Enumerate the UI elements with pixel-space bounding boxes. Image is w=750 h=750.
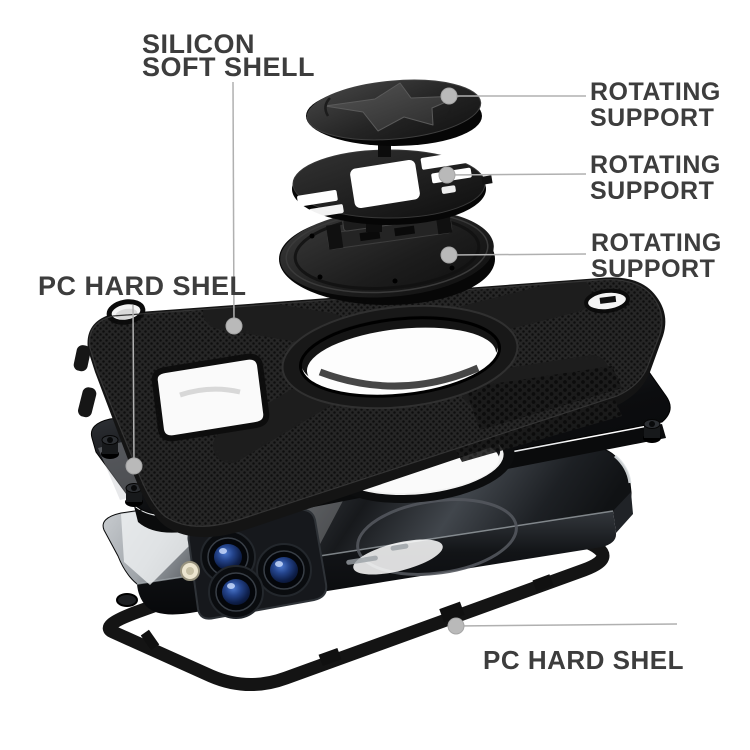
camera-lens xyxy=(256,543,312,597)
leader-lines xyxy=(132,81,678,627)
leader-line-pc-left xyxy=(132,304,135,467)
leader-line-silicon xyxy=(232,81,235,327)
corner-hole xyxy=(106,299,146,325)
label-rotating-support-top: ROTATING SUPPORT xyxy=(590,79,721,131)
label-line: SOFT SHELL xyxy=(142,52,315,82)
camera-cutout xyxy=(151,353,270,442)
leader-dot-silicon xyxy=(225,317,243,335)
label-line: ROTATING xyxy=(590,78,721,106)
leader-dot-rotating-middle xyxy=(438,166,456,184)
rotating-support-plate xyxy=(292,149,493,232)
camera-lens xyxy=(208,565,264,619)
label-line: PC HARD SHEL xyxy=(38,271,247,301)
label-rotating-support-middle: ROTATING SUPPORT xyxy=(590,152,721,204)
magsafe-ring xyxy=(356,498,518,576)
leader-dot-rotating-bottom xyxy=(440,246,458,264)
label-pc-hard-shell-bottom: PC HARD SHEL xyxy=(483,647,684,673)
rotating-support-kickstand-disc xyxy=(279,206,495,305)
leader-line-rotating-middle xyxy=(446,173,587,176)
label-line: ROTATING xyxy=(591,229,722,257)
leader-line-rotating-bottom xyxy=(448,253,587,256)
silicone-soft-shell xyxy=(73,277,666,538)
camera-module xyxy=(180,508,328,620)
leader-line-pc-bottom xyxy=(455,623,678,627)
label-rotating-support-bottom: ROTATING SUPPORT xyxy=(591,230,722,282)
label-line: SUPPORT xyxy=(590,104,715,132)
label-silicon-soft-shell: SILICON SOFT SHELL xyxy=(142,29,315,82)
side-oval-hole xyxy=(584,288,630,314)
leader-dot-pc-bottom xyxy=(447,617,465,635)
label-line: SUPPORT xyxy=(591,255,716,283)
leader-dots xyxy=(125,87,465,635)
label-pc-hard-shell-left: PC HARD SHEL xyxy=(38,273,247,300)
label-line: PC HARD SHEL xyxy=(483,645,685,675)
label-line: SILICON xyxy=(142,29,256,59)
leader-dot-rotating-top xyxy=(440,87,458,105)
label-line: SUPPORT xyxy=(590,177,715,205)
label-line: ROTATING xyxy=(590,151,721,179)
rotating-support-cover-disc xyxy=(306,79,482,157)
leader-dot-pc-left xyxy=(125,457,143,475)
